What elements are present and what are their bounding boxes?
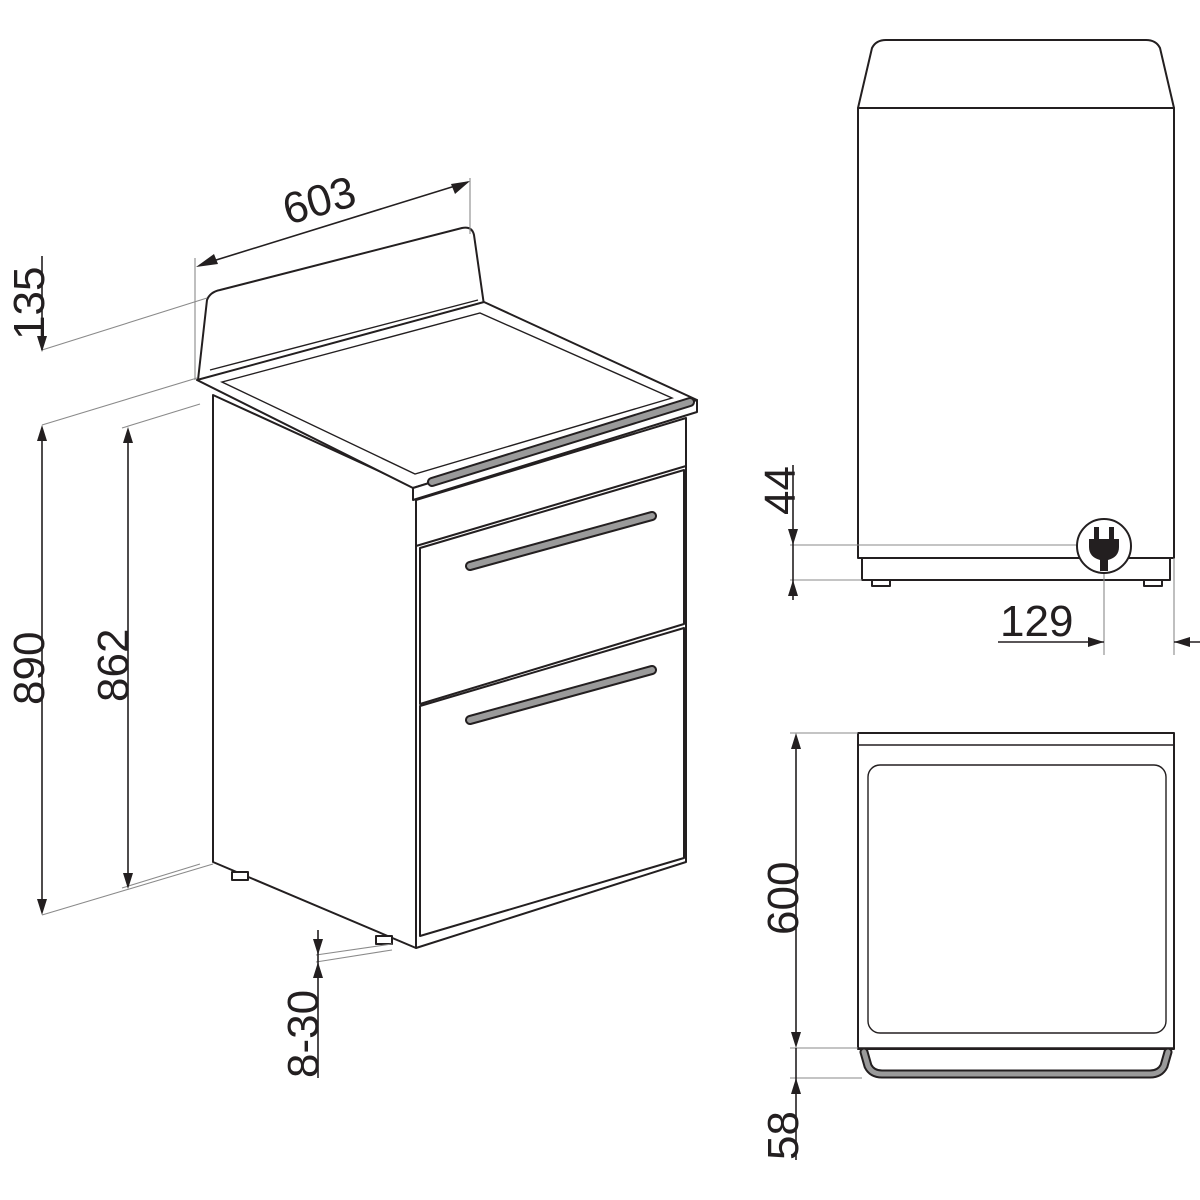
- dim-backguard-height: 135: [5, 267, 54, 340]
- side-foot-left: [871, 579, 891, 587]
- side-foot-right: [1143, 579, 1163, 587]
- dim-worktop-height: 862: [89, 629, 138, 702]
- backguard-inner-line: [209, 299, 479, 371]
- lower-oven-door[interactable]: [419, 627, 685, 937]
- foot-left: [231, 871, 249, 881]
- side-body: [857, 107, 1175, 559]
- dim-handle-depth: 58: [759, 1111, 808, 1160]
- side-view: 44 129: [756, 39, 1200, 655]
- control-panel: [415, 417, 687, 547]
- dim-depth: 600: [759, 862, 808, 935]
- dim-plug-offset: 129: [1000, 597, 1073, 646]
- hob-glass: [219, 312, 675, 475]
- dim-total-height: 890: [5, 632, 54, 705]
- foot-front: [375, 935, 393, 945]
- dim-width-top: 603: [277, 167, 361, 234]
- side-backguard: [857, 39, 1175, 109]
- top-hob-glass: [867, 764, 1167, 1034]
- top-front-handle: [859, 1047, 1173, 1079]
- perspective-view: 603 135 890 862 8-30: [5, 167, 698, 1078]
- dim-plug-height: 44: [756, 466, 805, 515]
- cooker-left-side: [212, 394, 417, 949]
- electric-plug-icon: [1076, 518, 1132, 574]
- top-view: 600 58: [759, 732, 1175, 1160]
- backguard: [197, 226, 485, 381]
- top-body: [857, 732, 1175, 1050]
- dim-feet-adjust: 8-30: [279, 990, 328, 1078]
